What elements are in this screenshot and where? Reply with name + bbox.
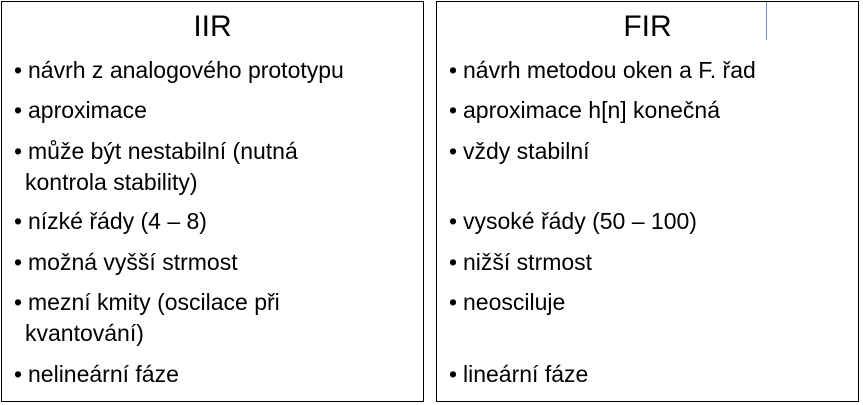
fir-item-window-method: návrh metodou oken a F. řad xyxy=(449,55,863,86)
fir-item-always-stable: vždy stabilní xyxy=(449,136,863,167)
iir-item-nonlinear-phase: nelineární fáze xyxy=(14,359,430,390)
iir-item-approximation: aproximace xyxy=(14,95,430,126)
iir-panel: IIR návrh z analogového prototypu aproxi… xyxy=(1,1,424,402)
fir-item-no-oscillation: neosciluje xyxy=(449,287,863,318)
fir-item-linear-phase: lineární fáze xyxy=(449,359,863,390)
fir-item-lower-steepness: nižší strmost xyxy=(449,247,863,278)
fir-item-finite-approximation: aproximace h[n] konečná xyxy=(449,95,863,126)
text-cursor-line xyxy=(766,2,767,40)
iir-item-analog-prototype: návrh z analogového prototypu xyxy=(14,55,430,86)
fir-panel: FIR návrh metodou oken a F. řad aproxima… xyxy=(436,1,859,402)
iir-title: IIR xyxy=(193,10,232,43)
iir-item-low-order: nízké řády (4 – 8) xyxy=(14,206,430,237)
iir-item-higher-steepness: možná vyšší strmost xyxy=(14,247,430,278)
fir-item-high-order: vysoké řády (50 – 100) xyxy=(449,206,863,237)
fir-title: FIR xyxy=(623,10,672,43)
